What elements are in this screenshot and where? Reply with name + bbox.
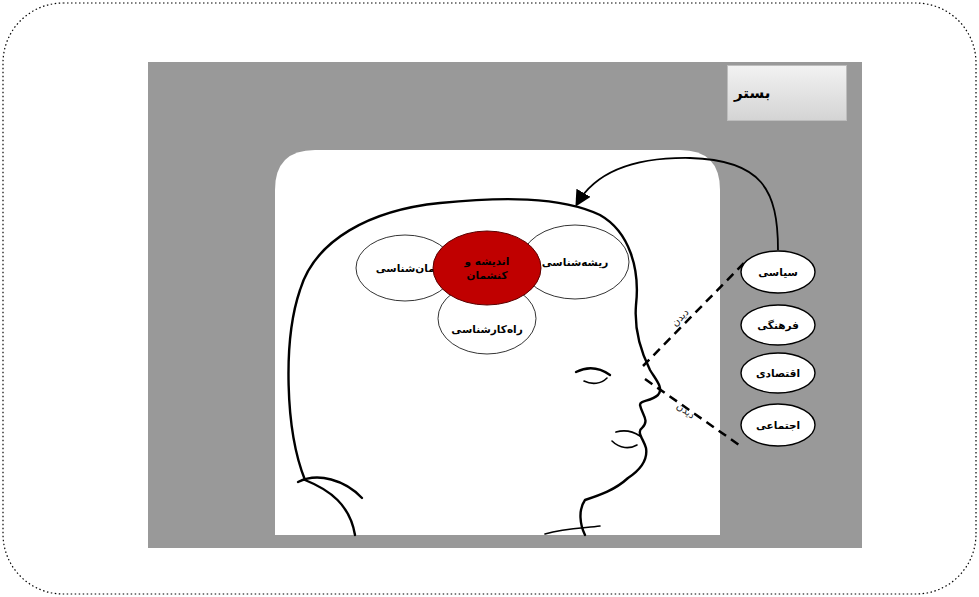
dotted-frame bbox=[3, 3, 976, 594]
eye-lower bbox=[584, 378, 607, 383]
ellipse-shape bbox=[356, 235, 454, 301]
node-label: بستر bbox=[728, 83, 776, 103]
node-label: اندیشه و کنشمان bbox=[446, 254, 528, 282]
node-label: راه‌کارشناسی bbox=[445, 322, 528, 336]
context-box: بستر bbox=[727, 65, 847, 121]
ellipse-outline bbox=[432, 230, 542, 306]
context-ellipse: اقتصادی bbox=[740, 352, 816, 394]
ellipse-shape bbox=[741, 404, 815, 446]
context-ellipse: فرهنگی bbox=[740, 304, 816, 346]
jaw-line bbox=[298, 478, 362, 498]
node-label: اجتماعی bbox=[750, 418, 806, 432]
gray-panel bbox=[148, 62, 862, 548]
node-label: فرهنگی bbox=[751, 318, 805, 332]
node-label: ریشه‌شناسی bbox=[536, 255, 615, 269]
mouth-line bbox=[616, 431, 640, 436]
eye-lid bbox=[576, 368, 610, 375]
ellipse-shape bbox=[741, 305, 815, 345]
node-label: سیاسی bbox=[752, 265, 804, 279]
ellipse-shape bbox=[433, 231, 541, 305]
node-label: اقتصادی bbox=[750, 366, 806, 380]
sight-line bbox=[645, 379, 742, 447]
ellipse-shape bbox=[521, 225, 629, 299]
ellipse-shape bbox=[438, 283, 536, 354]
core-ellipse: اندیشه و کنشمان bbox=[432, 230, 542, 306]
ellipse-shape bbox=[741, 353, 815, 393]
sight-line bbox=[643, 262, 745, 366]
head-outline bbox=[289, 199, 661, 535]
context-ellipse: اجتماعی bbox=[740, 403, 816, 447]
context-ellipse: سیاسی bbox=[740, 250, 816, 294]
head-sketch bbox=[289, 199, 661, 535]
neck-line bbox=[545, 526, 600, 534]
ellipse-shape bbox=[741, 251, 815, 293]
head-panel bbox=[275, 150, 720, 535]
chin-crease bbox=[612, 441, 637, 448]
